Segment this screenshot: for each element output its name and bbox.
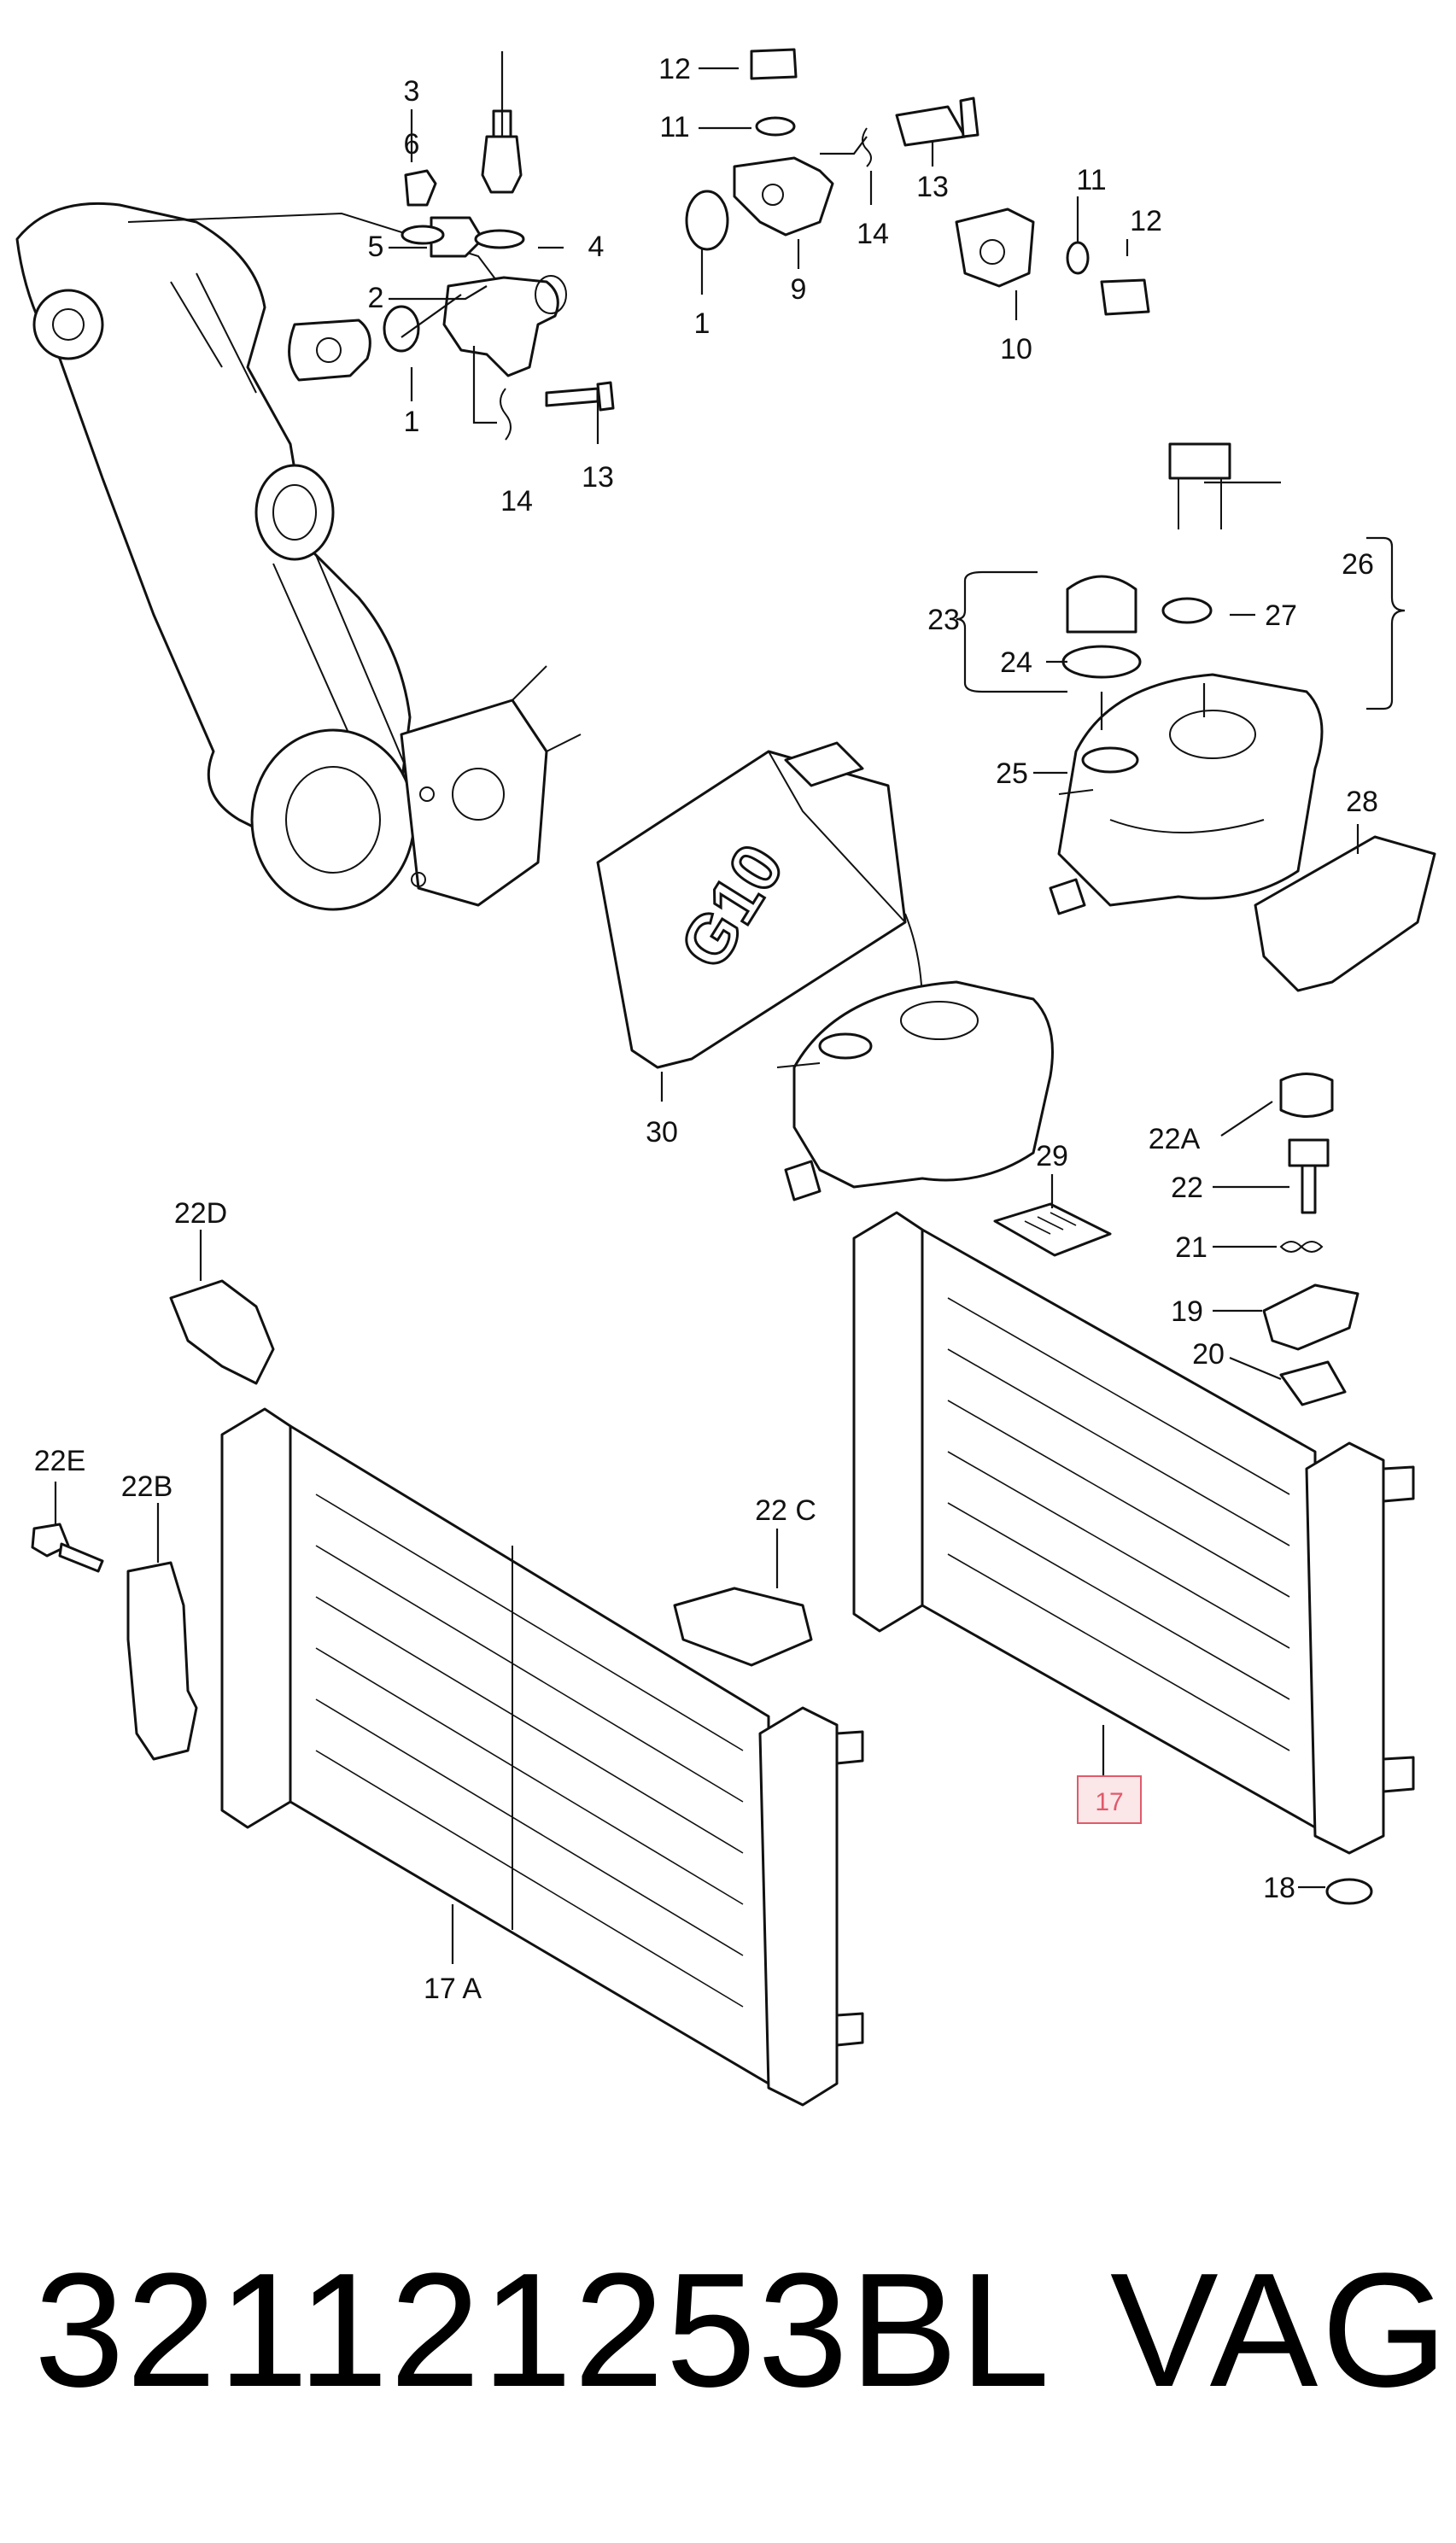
radiator-17-illustration bbox=[852, 1211, 1415, 1905]
thermostat-housing-group bbox=[288, 109, 615, 441]
brand-label: VAG bbox=[1110, 2240, 1452, 2421]
callout-11-top: 11 bbox=[659, 111, 689, 143]
callout-22A: 22A bbox=[1149, 1123, 1201, 1155]
callout-10: 10 bbox=[1000, 333, 1032, 365]
coolant-canister-g10: G10 bbox=[596, 741, 923, 1069]
callout-5: 5 bbox=[368, 231, 384, 263]
bracket-22c-illustration bbox=[673, 1587, 813, 1667]
callout-22: 22 bbox=[1171, 1172, 1203, 1204]
callout-22D: 22D bbox=[174, 1197, 227, 1230]
coolant-flange-group bbox=[685, 48, 1150, 316]
callout-4: 4 bbox=[588, 231, 605, 263]
callout-17: 17 bbox=[1095, 1788, 1123, 1816]
callout-9: 9 bbox=[791, 273, 807, 306]
callout-1-left: 1 bbox=[404, 406, 420, 438]
callout-22B: 22B bbox=[121, 1470, 173, 1503]
callout-28: 28 bbox=[1346, 786, 1378, 818]
callout-22C: 22 C bbox=[755, 1494, 816, 1527]
engine-block-illustration bbox=[15, 202, 582, 911]
exploded-parts-diagram: G10 bbox=[15, 48, 1436, 2107]
callout-25: 25 bbox=[996, 757, 1028, 790]
callout-14-left: 14 bbox=[500, 485, 533, 517]
callout-22E: 22E bbox=[34, 1445, 86, 1477]
callout-23: 23 bbox=[927, 604, 960, 636]
callout-24: 24 bbox=[1000, 646, 1032, 679]
callout-6: 6 bbox=[404, 128, 420, 161]
callout-1-right: 1 bbox=[694, 307, 710, 340]
bracket-22d-illustration bbox=[169, 1279, 275, 1385]
callout-13-left: 13 bbox=[582, 461, 614, 494]
callout-14-right: 14 bbox=[857, 218, 889, 250]
callout-12-top: 12 bbox=[658, 53, 691, 85]
small-parts-group bbox=[993, 1073, 1360, 1406]
callout-12-right: 12 bbox=[1130, 205, 1162, 237]
callout-labels: 3 6 5 2 4 1 14 13 12 11 1 9 13 14 10 11 … bbox=[34, 53, 1378, 2005]
callout-11-right: 11 bbox=[1076, 164, 1106, 196]
bracket-28-illustration bbox=[1254, 835, 1436, 992]
callout-17A: 17 A bbox=[424, 1973, 482, 2005]
leader-lines bbox=[54, 51, 1406, 1964]
highlight-box-17 bbox=[1077, 1775, 1142, 1824]
expansion-tank-group bbox=[1049, 442, 1324, 915]
callout-2: 2 bbox=[368, 282, 384, 314]
callout-21: 21 bbox=[1175, 1231, 1207, 1264]
bracket-22b-illustration bbox=[126, 1561, 198, 1761]
radiator-17a-illustration bbox=[220, 1407, 864, 2107]
callout-3: 3 bbox=[404, 75, 420, 108]
callout-13-right: 13 bbox=[916, 171, 949, 203]
callout-29: 29 bbox=[1036, 1140, 1068, 1172]
callout-26: 26 bbox=[1342, 548, 1374, 581]
callout-18: 18 bbox=[1263, 1872, 1295, 1904]
callout-27: 27 bbox=[1265, 599, 1297, 632]
expansion-tank-lower bbox=[776, 980, 1054, 1201]
callout-20: 20 bbox=[1192, 1338, 1225, 1371]
part-number: 321121253BL bbox=[34, 2240, 1052, 2421]
callout-19: 19 bbox=[1171, 1295, 1203, 1328]
callout-30: 30 bbox=[646, 1116, 678, 1149]
bolt-22e-illustration bbox=[31, 1523, 104, 1573]
